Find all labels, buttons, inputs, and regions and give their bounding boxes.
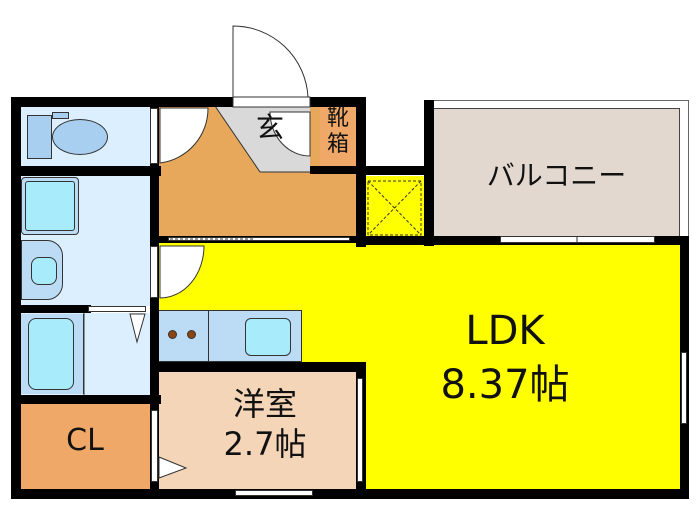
wall-bath-bottom (11, 395, 161, 404)
stove-burner-left (168, 330, 177, 339)
closet-door-opening (151, 410, 158, 482)
ldk-door-opening (150, 246, 158, 298)
wall-balcony-left (424, 100, 434, 246)
western-room (158, 372, 356, 489)
wall-bottom (11, 489, 689, 499)
washroom-door-opening (88, 306, 146, 312)
kitchen-divider (208, 310, 209, 362)
shoe-box-label-line1: 靴 (326, 106, 349, 131)
entrance-label: 玄 (255, 111, 284, 144)
closet-room (20, 403, 150, 489)
wall-pillar-top (366, 166, 424, 175)
window-western-bottom (235, 490, 313, 496)
western-room-label-size: 2.7帖 (223, 425, 307, 463)
wall-toilet-bottom (11, 166, 161, 176)
wall-wash-bottom (11, 305, 91, 313)
balcony-label: バルコニー (486, 159, 627, 192)
toilet-lid (52, 112, 69, 119)
ldk-label-size: 8.37帖 (440, 362, 570, 408)
window-western-right (357, 378, 363, 482)
toilet-tank (27, 115, 52, 159)
toilet-door-opening (150, 108, 158, 164)
wall-left (11, 97, 21, 498)
toilet-bowl (52, 119, 108, 155)
kitchen-sink (245, 318, 291, 356)
balcony (433, 108, 680, 236)
bathtub-inner (28, 318, 74, 390)
ldk-upper-extension (365, 176, 425, 243)
western-room-label-name: 洋室 (232, 385, 297, 423)
stove-burner-right (187, 330, 196, 339)
wall-western-top (158, 362, 366, 372)
wall-top-left (11, 97, 233, 107)
wash-basin-bowl (31, 257, 57, 285)
closet-label: CL (66, 423, 104, 458)
shoe-box (320, 106, 356, 166)
ldk-label-name: LDK (465, 308, 545, 354)
washer-pan-inner (25, 181, 75, 231)
window-ldk-right (681, 352, 687, 424)
wall-top-right-segment (310, 97, 366, 107)
shoe-box-label-line2: 箱 (326, 132, 349, 157)
wall-shoebox-bottom (310, 166, 366, 174)
window-hall (168, 237, 350, 241)
